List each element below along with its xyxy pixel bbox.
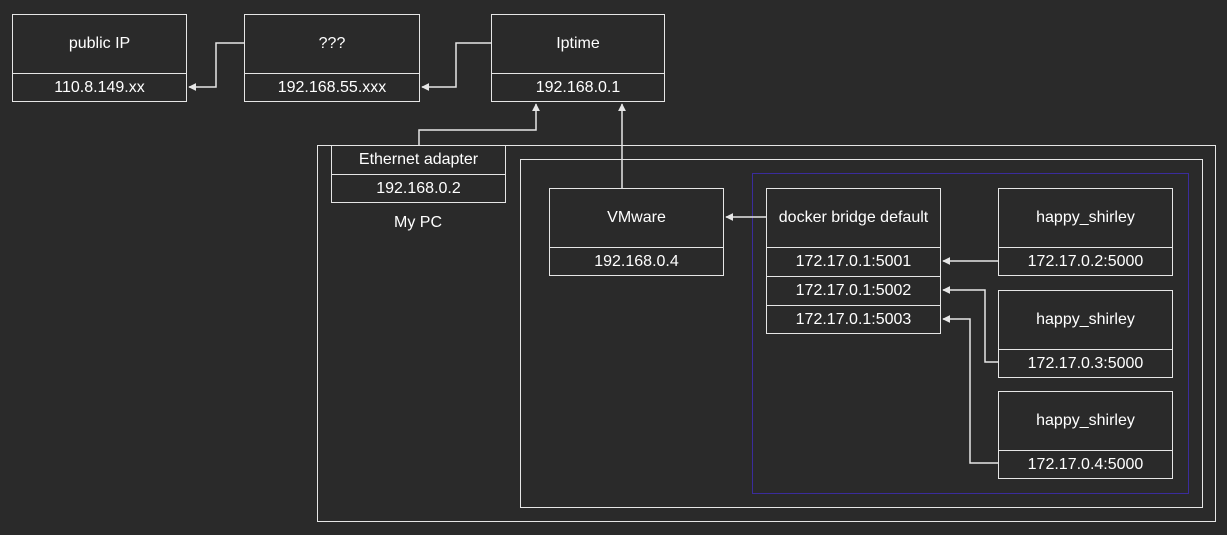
unknown-router-address: 192.168.55.xxx [245,73,419,101]
container-3-title: happy_shirley [1036,412,1135,429]
container-node-1[interactable]: happy_shirley 172.17.0.2:5000 [998,188,1173,276]
docker-bridge-port-1: 172.17.0.1:5001 [767,247,940,276]
docker-bridge-title: docker bridge default [778,209,929,226]
container-1-title: happy_shirley [1036,209,1135,226]
public-ip-address: 110.8.149.xx [13,73,186,101]
vmware-title: VMware [607,209,666,226]
ethernet-adapter-title: Ethernet adapter [358,151,479,168]
edge-ethernet-to-iptime [418,103,540,145]
container-node-3[interactable]: happy_shirley 172.17.0.4:5000 [998,391,1173,479]
vmware-node[interactable]: VMware 192.168.0.4 [549,188,724,276]
vmware-address: 192.168.0.4 [550,247,723,275]
container-2-address: 172.17.0.3:5000 [999,349,1172,377]
my-pc-frame [317,145,1216,522]
container-node-2[interactable]: happy_shirley 172.17.0.3:5000 [998,290,1173,378]
vmware-host-frame [520,159,1203,508]
ethernet-adapter-node[interactable]: Ethernet adapter 192.168.0.2 [331,145,506,203]
unknown-router-title: ??? [318,35,346,52]
public-ip-node[interactable]: public IP 110.8.149.xx [12,14,187,102]
container-1-address: 172.17.0.2:5000 [999,247,1172,275]
docker-bridge-port-2: 172.17.0.1:5002 [767,276,940,305]
iptime-node[interactable]: Iptime 192.168.0.1 [491,14,665,102]
docker-bridge-node[interactable]: docker bridge default 172.17.0.1:5001 17… [766,188,941,334]
unknown-router-node[interactable]: ??? 192.168.55.xxx [244,14,420,102]
docker-bridge-port-3: 172.17.0.1:5003 [767,305,940,333]
edge-iptime-to-unknown [421,42,491,91]
ethernet-adapter-address: 192.168.0.2 [332,174,505,202]
iptime-address: 192.168.0.1 [492,73,664,101]
my-pc-label: My PC [394,214,442,231]
edge-unknown-to-public [188,42,244,91]
docker-network-frame [752,173,1189,494]
container-3-address: 172.17.0.4:5000 [999,450,1172,478]
container-2-title: happy_shirley [1036,311,1135,328]
iptime-title: Iptime [556,35,600,52]
public-ip-title: public IP [68,35,131,52]
